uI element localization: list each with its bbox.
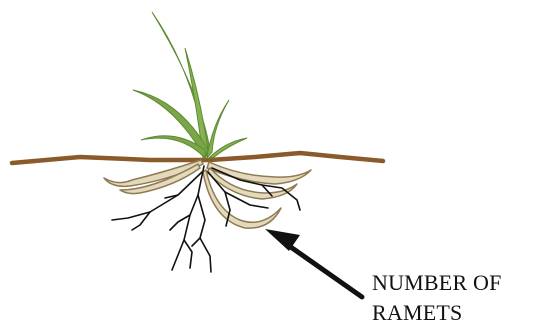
leaf-blade [209, 138, 247, 158]
root [192, 238, 200, 246]
arrow [265, 229, 362, 297]
root [184, 240, 192, 268]
root [198, 195, 211, 272]
rhizomes [104, 160, 311, 228]
ramets-label-line2: RAMETS [372, 298, 553, 328]
ramets-label: NUMBER OF RAMETS [372, 268, 553, 328]
grass-shoot [133, 12, 247, 158]
arrow-shaft [285, 243, 362, 297]
ramets-label-line1: NUMBER OF [372, 268, 553, 298]
